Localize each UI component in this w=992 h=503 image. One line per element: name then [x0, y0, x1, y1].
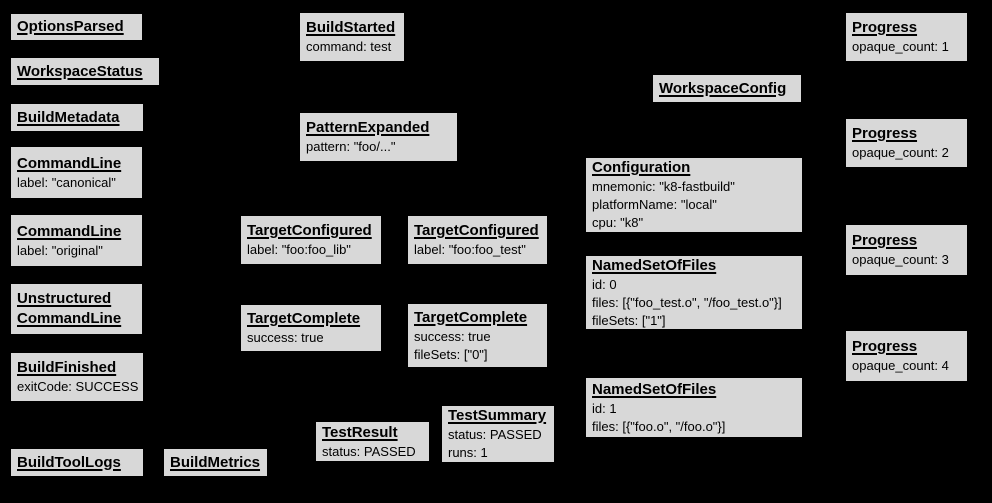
node-field: command: test — [306, 39, 392, 54]
node-build-metadata: BuildMetadata — [10, 103, 144, 132]
node-title: Progress — [852, 232, 918, 249]
node-title: BuildToolLogs — [17, 453, 121, 471]
node-title: BuildStarted — [306, 19, 396, 36]
node-command-line-canonical: CommandLine label: "canonical" — [10, 146, 143, 199]
node-field: label: "canonical" — [17, 174, 116, 190]
node-title: WorkspaceConfig — [659, 79, 787, 97]
node-field: status: PASSED — [322, 443, 416, 459]
node-title: TargetConfigured — [414, 222, 539, 239]
node-workspace-config: WorkspaceConfig — [652, 74, 802, 103]
node-target-complete-foo-lib: TargetComplete success: true — [240, 304, 382, 352]
node-pattern-expanded: PatternExpanded pattern: "foo/..." — [299, 112, 458, 162]
node-title: BuildMetrics — [170, 453, 261, 471]
node-field: success: true — [414, 328, 491, 344]
node-target-complete-foo-test: TargetComplete success: true fileSets: ["0… — [407, 303, 548, 368]
node-field: opaque_count: 3 — [852, 252, 949, 267]
node-field: mnemonic: "k8-fastbuild" — [592, 179, 735, 194]
node-field: id: 1 — [592, 400, 617, 416]
node-title: TargetComplete — [414, 308, 528, 326]
node-title: Progress — [852, 19, 918, 36]
node-build-metrics: BuildMetrics — [163, 448, 268, 477]
node-options-parsed: OptionsParsed — [10, 13, 143, 41]
node-test-summary: TestSummary status: PASSED runs: 1 — [441, 405, 555, 463]
node-title: CommandLine — [17, 222, 122, 240]
node-field: fileSets: ["0"] — [414, 346, 488, 362]
node-field: opaque_count: 4 — [852, 358, 949, 373]
node-title: OptionsParsed — [17, 18, 124, 35]
node-field: cpu: "k8" — [592, 215, 644, 230]
node-progress-3: Progress opaque_count: 3 — [845, 224, 968, 276]
node-build-tool-logs: BuildToolLogs — [10, 448, 144, 477]
node-title: NamedSetOfFiles — [592, 256, 717, 274]
node-title: TestSummary — [448, 407, 547, 424]
node-field: opaque_count: 2 — [852, 145, 949, 160]
node-field: label: "foo:foo_lib" — [247, 242, 351, 257]
node-title: Unstructured CommandLine — [17, 290, 122, 327]
node-title: Progress — [852, 338, 918, 355]
node-field: label: "foo:foo_test" — [414, 242, 526, 257]
node-progress-2: Progress opaque_count: 2 — [845, 118, 968, 168]
node-workspace-status: WorkspaceStatus — [10, 57, 160, 86]
node-title: PatternExpanded — [306, 119, 430, 136]
node-title: Configuration — [592, 159, 691, 176]
node-field: success: true — [247, 330, 324, 345]
node-title: TargetConfigured — [247, 222, 372, 239]
node-named-set-of-files-0: NamedSetOfFiles id: 0 files: [{"foo_test.o… — [585, 255, 803, 330]
node-field: platformName: "local" — [592, 197, 717, 212]
node-title: TargetComplete — [247, 310, 361, 327]
node-field: files: [{"foo_test.o", "/foo_test.o"}] — [592, 294, 782, 310]
node-title: TestResult — [322, 423, 398, 441]
node-progress-4: Progress opaque_count: 4 — [845, 330, 968, 382]
node-named-set-of-files-1: NamedSetOfFiles id: 1 files: [{"foo.o", "/… — [585, 377, 803, 438]
node-unstructured-command-line: Unstructured CommandLine — [10, 283, 143, 335]
node-title: BuildMetadata — [17, 108, 120, 126]
node-field: status: PASSED — [448, 427, 542, 442]
node-title: Progress — [852, 125, 918, 142]
node-title: CommandLine — [17, 154, 122, 172]
node-field: exitCode: SUCCESS — [17, 379, 139, 394]
node-title: WorkspaceStatus — [17, 62, 143, 80]
node-build-started: BuildStarted command: test — [299, 12, 405, 62]
node-title: BuildFinished — [17, 359, 117, 376]
node-build-finished: BuildFinished exitCode: SUCCESS — [10, 352, 144, 402]
node-configuration: Configuration mnemonic: "k8-fastbuild" pla… — [585, 157, 803, 233]
node-field: id: 0 — [592, 276, 617, 292]
node-progress-1: Progress opaque_count: 1 — [845, 12, 968, 62]
node-field: pattern: "foo/..." — [306, 139, 396, 154]
node-field: runs: 1 — [448, 445, 488, 460]
node-field: fileSets: ["1"] — [592, 312, 666, 328]
node-target-configured-foo-lib: TargetConfigured label: "foo:foo_lib" — [240, 215, 382, 265]
node-target-configured-foo-test: TargetConfigured label: "foo:foo_test" — [407, 215, 548, 265]
node-field: label: "original" — [17, 242, 103, 258]
node-test-result: TestResult status: PASSED — [315, 421, 430, 462]
node-title: NamedSetOfFiles — [592, 380, 717, 398]
node-field: files: [{"foo.o", "/foo.o"}] — [592, 418, 726, 434]
node-field: opaque_count: 1 — [852, 39, 949, 54]
node-command-line-original: CommandLine label: "original" — [10, 214, 143, 267]
